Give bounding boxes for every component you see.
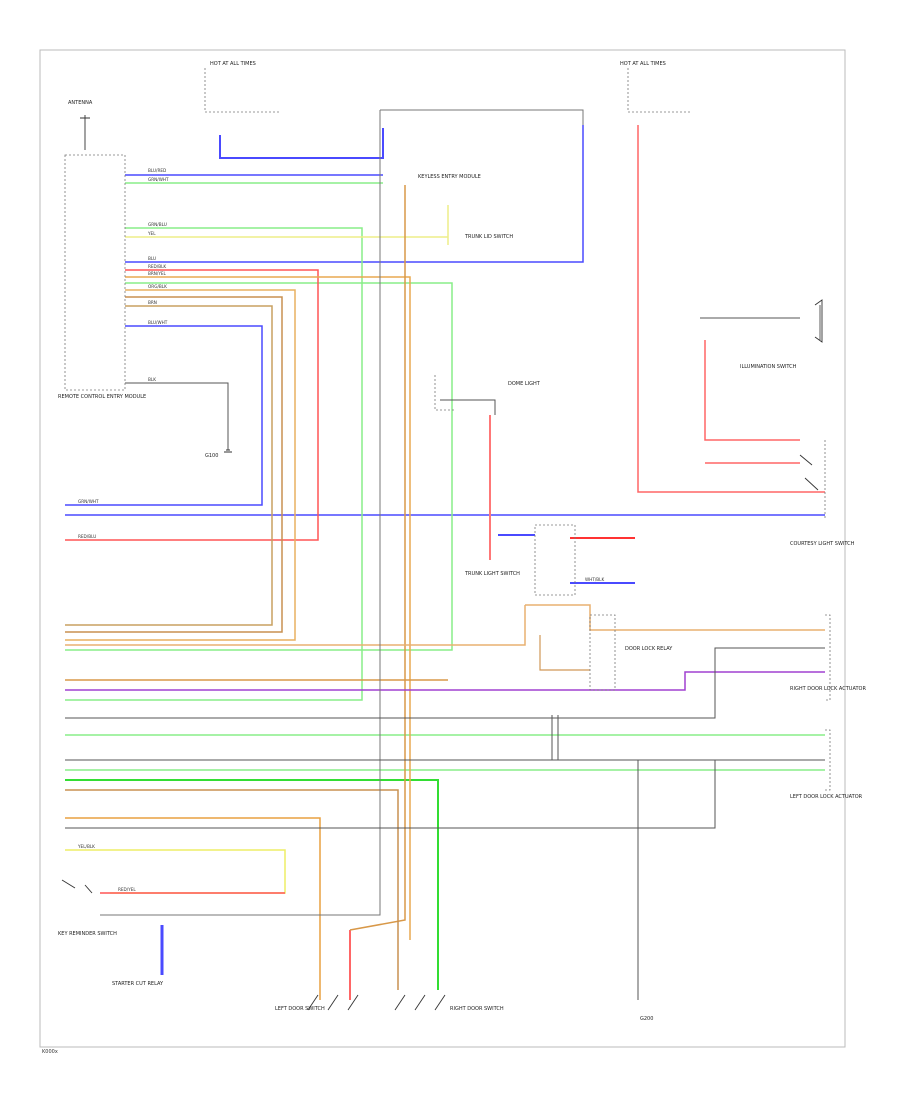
wire-label: GRN/WHT [148, 177, 169, 182]
wire-label: BLU/WHT [148, 320, 168, 325]
orange-wire [65, 789, 399, 990]
labels: HOT AT ALL TIMES HOT AT ALL TIMES ANTENN… [42, 61, 866, 1055]
wire-label: GRN/BLU [148, 222, 167, 227]
orange-wire [65, 305, 273, 626]
keyless-module-label: KEYLESS ENTRY MODULE [418, 174, 481, 180]
starter-cut-label: STARTER CUT RELAY [112, 981, 164, 987]
switch-symbol [307, 994, 319, 1011]
right-connector [825, 729, 831, 791]
blue-wire [125, 125, 584, 263]
wire-label: GRN/WHT [78, 499, 99, 504]
switch-symbol [434, 994, 446, 1011]
dome-label: DOME LIGHT [508, 381, 541, 387]
components [64, 68, 831, 791]
wire-label: RED/BLU [78, 534, 96, 539]
wire-label: RED/YEL [118, 887, 136, 892]
ground-label: G100 [205, 453, 218, 459]
wire-label: ORG/BLK [148, 284, 167, 289]
wire-group [65, 109, 825, 1000]
switch-symbol [347, 994, 359, 1011]
green-wire [65, 779, 439, 990]
orange-wire [525, 604, 825, 631]
black-wire [125, 382, 229, 450]
red-wire [65, 269, 319, 541]
antenna-symbol [80, 115, 90, 150]
wire-label: BLU/RED [148, 168, 166, 173]
wire-label: YEL [147, 231, 156, 236]
trunk-switch-label: TRUNK LID SWITCH [464, 234, 513, 240]
switch-symbol [84, 884, 93, 894]
switch-symbol [799, 454, 813, 466]
hot-all-left-label: HOT AT ALL TIMES [210, 61, 256, 67]
green-wire [65, 227, 363, 701]
black-wire [100, 110, 381, 916]
courtesy-label: COURTESY LIGHT SWITCH [790, 541, 855, 547]
orange-wire [65, 817, 321, 1000]
switch-symbol [327, 994, 339, 1011]
door-sw-left-label: LEFT DOOR SWITCH [275, 1006, 325, 1012]
relay-box [589, 614, 616, 691]
wire-label: WHT/BLK [585, 577, 604, 582]
ign-relay-label: DOOR LOCK RELAY [625, 646, 673, 652]
red-wire [704, 340, 800, 441]
orange-wire [349, 185, 406, 931]
fuse-box-right [627, 68, 690, 113]
door-sw-right-label: RIGHT DOOR SWITCH [450, 1006, 504, 1012]
diagram-frame [39, 49, 846, 1048]
speaker-symbol [814, 299, 823, 343]
purple-wire [65, 671, 825, 691]
yellow-wire [65, 849, 286, 894]
switch-box [434, 375, 455, 411]
switch-symbols [61, 115, 823, 1011]
wire-label: BLU [148, 256, 156, 261]
orange-wire [65, 289, 296, 641]
trunk-light-label: TRUNK LIGHT SWITCH [464, 571, 520, 577]
door-lock-right-label: RIGHT DOOR LOCK ACTUATOR [790, 686, 866, 692]
key-reminder-label: KEY REMINDER SWITCH [58, 931, 117, 937]
ground-2-label: G200 [640, 1016, 653, 1022]
fuse-box-left [204, 68, 280, 113]
black-wire [440, 399, 496, 415]
switch-symbol [804, 477, 819, 491]
switch-symbol [414, 994, 426, 1011]
wire-label: YEL/BLK [77, 844, 95, 849]
wire-label: BLK [148, 377, 156, 382]
black-wire [65, 647, 825, 719]
wire-label: BRN/YEL [148, 271, 167, 276]
orange-wire [65, 296, 283, 633]
orange-wire [539, 635, 590, 671]
wire-label: BRN [148, 300, 157, 305]
remote-ctrl-label: REMOTE CONTROL ENTRY MODULE [58, 394, 146, 400]
antenna-label: ANTENNA [68, 100, 93, 106]
ground-symbol [224, 449, 232, 453]
orange-wire [125, 276, 411, 940]
trunk-box [534, 524, 576, 596]
red-wire [637, 125, 825, 493]
wire-label: RED/BLK [148, 264, 166, 269]
right-connector [825, 614, 831, 701]
green-wire [65, 282, 453, 651]
door-lock-left-label: LEFT DOOR LOCK ACTUATOR [790, 794, 863, 800]
switch-symbol [61, 879, 76, 889]
blue-wire [219, 128, 384, 159]
footer-code: K000x [42, 1049, 58, 1055]
ill-switch-label: ILLUMINATION SWITCH [740, 364, 797, 370]
module-box [64, 154, 126, 391]
orange-wire [65, 605, 526, 646]
black-wire [65, 760, 716, 829]
switch-symbol [394, 994, 406, 1011]
hot-all-right-label: HOT AT ALL TIMES [620, 61, 666, 67]
blue-wire [65, 325, 263, 506]
black-wire [380, 109, 584, 125]
